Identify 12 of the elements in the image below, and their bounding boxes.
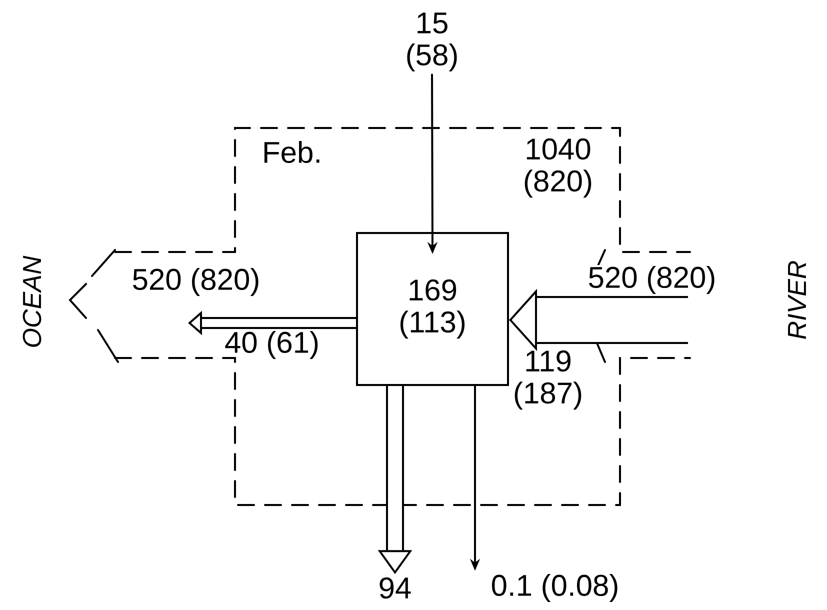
flux-value: 40 (61) — [225, 331, 318, 359]
compartment-box: 169 (113) — [356, 232, 509, 386]
flux-value: 94 — [380, 577, 411, 599]
month-label: Feb. — [264, 140, 320, 164]
volume-value: 1040 (820) — [524, 138, 592, 198]
flux-value: 15 (58) — [407, 12, 457, 72]
flux-value: 119 (187) — [514, 350, 582, 410]
flux-value: 0.1 (0.08) — [492, 574, 618, 602]
edge-label: 520 (820) — [586, 265, 718, 295]
place-label: RIVER — [788, 261, 806, 339]
edge-label: 520 (820) — [130, 267, 262, 297]
place-label: OCEAN — [22, 256, 42, 347]
